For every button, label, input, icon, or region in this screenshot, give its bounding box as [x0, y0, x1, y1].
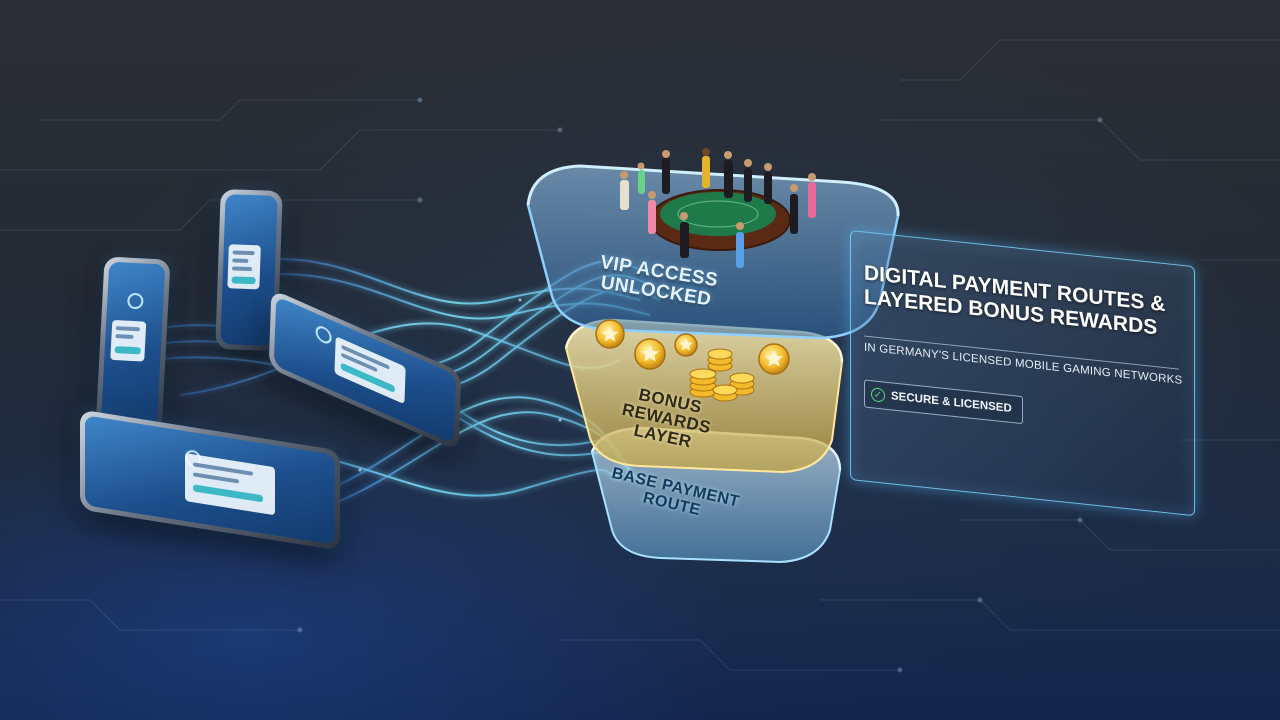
vip-access-tier	[526, 164, 900, 340]
info-panel: DIGITAL PAYMENT ROUTES & LAYERED BONUS R…	[850, 230, 1195, 517]
casino-guests-icon	[620, 148, 816, 268]
check-circle-icon: ✓	[871, 387, 885, 403]
badge-label: SECURE & LICENSED	[891, 390, 1012, 416]
gold-coins-icon	[595, 319, 790, 402]
